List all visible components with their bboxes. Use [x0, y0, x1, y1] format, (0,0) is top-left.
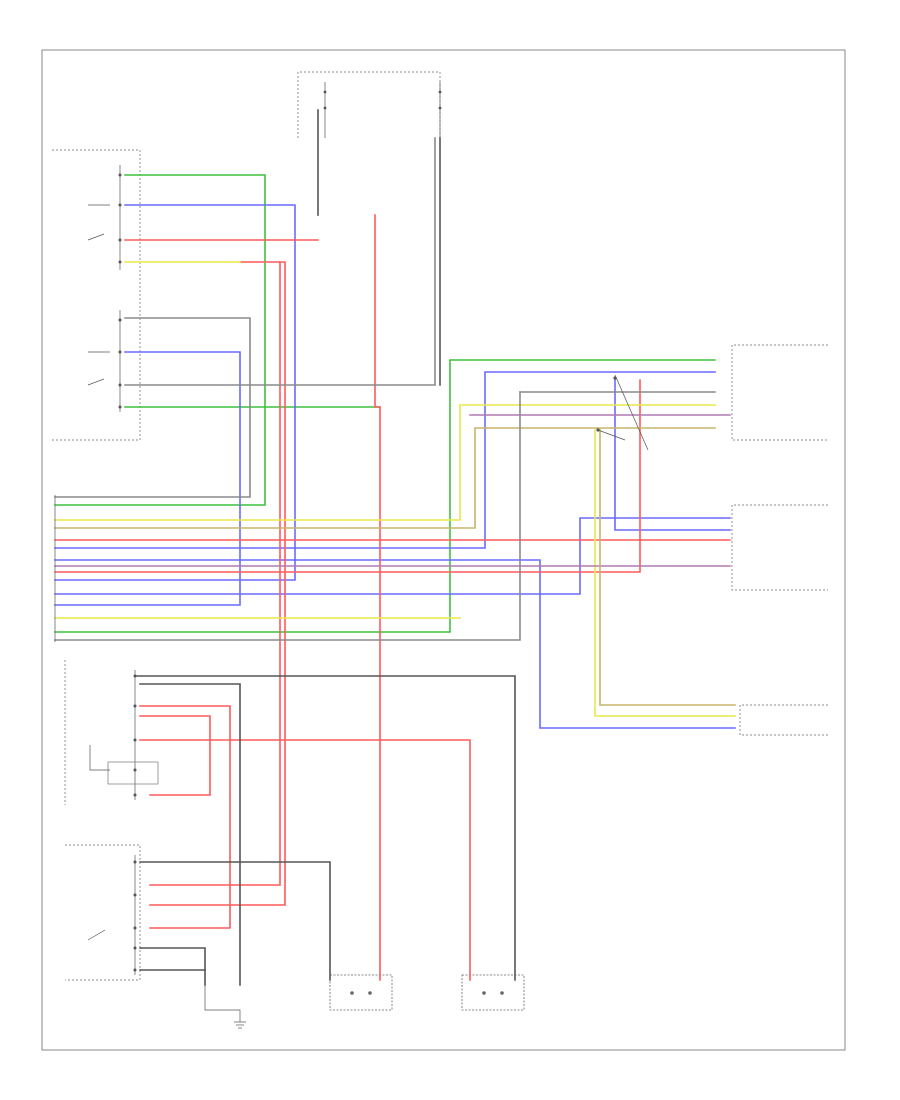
wire-blue-6	[54, 517, 731, 595]
wire-yellow-4	[594, 429, 736, 717]
left-window-switch-upper	[52, 149, 141, 441]
wire-blue-4	[54, 559, 736, 729]
wire-green-3	[54, 359, 716, 633]
wire-red-2	[149, 261, 286, 906]
diagram-border	[41, 49, 846, 1051]
wire-red-9	[139, 739, 471, 981]
wire-dark-1	[134, 675, 516, 981]
wire-red-8	[139, 715, 211, 796]
ground-point	[204, 985, 246, 1029]
wire-blue-1	[54, 204, 296, 581]
wire-red-3	[149, 261, 281, 886]
motor-left	[329, 974, 393, 1011]
passenger-switch-lower	[65, 844, 141, 981]
splice-dot-2	[596, 428, 600, 432]
splice-dot-1	[613, 376, 617, 380]
wire-yellow-2	[54, 404, 716, 521]
wire-gray-1	[54, 317, 251, 498]
wire-dark-3	[139, 861, 331, 981]
right-module-lower	[739, 704, 828, 736]
wire-blue-5	[614, 379, 731, 531]
wire-green-1	[54, 174, 266, 506]
right-module-middle	[731, 504, 828, 591]
splice-pointer-2	[597, 429, 626, 441]
wire-red-6	[54, 379, 641, 573]
left-window-switch-lower	[87, 310, 122, 412]
wire-gray-4	[54, 391, 521, 641]
wire-red-4	[374, 214, 381, 981]
wire-dark-2	[139, 683, 241, 986]
wire-blue-3	[54, 371, 716, 549]
wire-blue-2	[54, 351, 241, 606]
motor-right	[461, 974, 525, 1011]
wire-red-7	[139, 705, 231, 929]
passenger-switch-upper	[64, 660, 159, 805]
splice-pointer-1	[614, 374, 649, 451]
wire-brown-1	[54, 427, 716, 529]
wire-dark-4	[139, 947, 206, 986]
wire-brown-2	[599, 429, 736, 706]
top-relay-box	[297, 71, 442, 138]
wire-gray-2	[124, 137, 436, 386]
right-module-upper	[731, 344, 828, 441]
